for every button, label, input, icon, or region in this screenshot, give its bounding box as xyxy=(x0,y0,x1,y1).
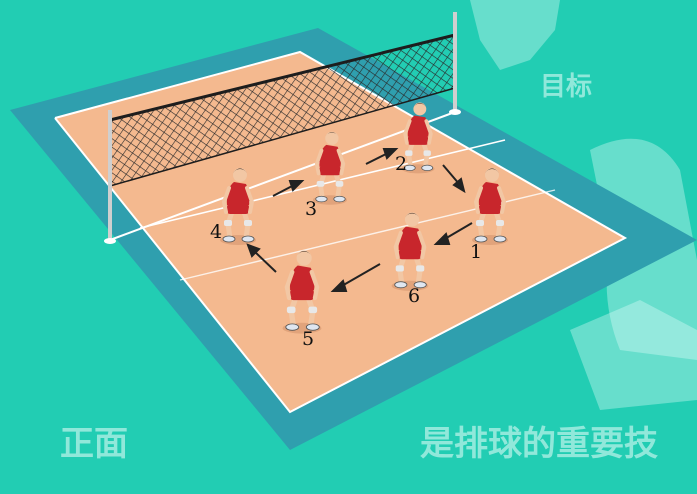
player-shorts xyxy=(320,166,341,176)
player-shorts xyxy=(408,136,428,145)
player-kneepad-right xyxy=(416,265,424,271)
player-head xyxy=(485,168,499,182)
position-label-6: 6 xyxy=(408,285,420,307)
player-head xyxy=(233,168,247,182)
player-kneepad-left xyxy=(396,265,404,271)
player-kneepad-left xyxy=(287,307,296,313)
player-kneepad-left xyxy=(476,220,484,226)
player-shorts xyxy=(227,204,249,214)
player-shorts xyxy=(290,289,314,300)
position-label-1: 1 xyxy=(470,241,482,263)
player-kneepad-left xyxy=(224,220,232,226)
player-shorts xyxy=(399,249,421,259)
player-shoe-right xyxy=(334,196,345,202)
net-post-base-left xyxy=(104,238,116,244)
player-kneepad-left xyxy=(317,181,325,187)
silhouette-top-right xyxy=(470,0,560,70)
bg-faded-text-3: 是排球的重要技 xyxy=(420,424,658,464)
position-label-5: 5 xyxy=(302,328,314,350)
player-kneepad-right xyxy=(336,181,344,187)
position-label-3: 3 xyxy=(305,198,317,220)
player-kneepad-right xyxy=(308,307,317,313)
player-shoe-left xyxy=(316,196,327,202)
position-label-2: 2 xyxy=(395,153,407,175)
player-shoe-left xyxy=(286,324,299,330)
player-shoe-right xyxy=(242,236,254,242)
player-head xyxy=(405,212,419,226)
player-kneepad-right xyxy=(496,220,504,226)
net-post-base-right xyxy=(449,109,461,115)
bg-faded-text-1: 目标 xyxy=(540,72,592,102)
player-head xyxy=(325,132,338,145)
player-head xyxy=(297,250,312,265)
bg-faded-text-2: 正面 xyxy=(60,424,128,464)
position-label-4: 4 xyxy=(210,221,222,243)
player-head xyxy=(413,103,426,116)
player-shoe-right xyxy=(422,165,433,171)
player-shoe-left xyxy=(223,236,235,242)
player-shorts xyxy=(479,204,501,214)
player-kneepad-right xyxy=(424,150,431,156)
player-kneepad-right xyxy=(244,220,252,226)
player-shoe-right xyxy=(494,236,506,242)
player-shoe-left xyxy=(395,282,407,288)
